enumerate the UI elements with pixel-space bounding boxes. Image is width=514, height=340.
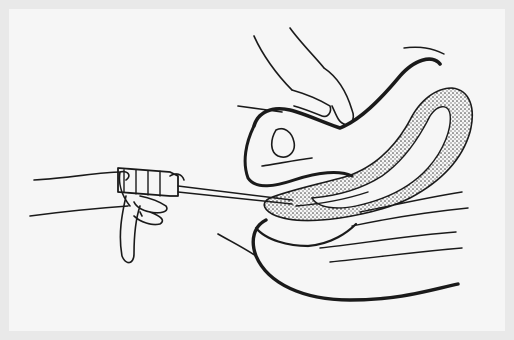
operator-hand [30,172,167,225]
handheld-instrument [118,168,184,263]
